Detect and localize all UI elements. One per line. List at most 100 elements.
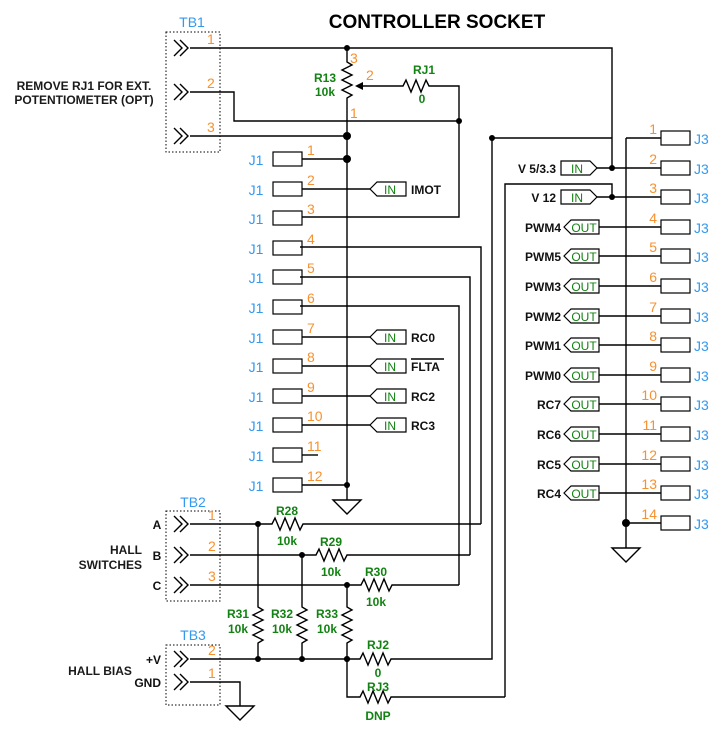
j3-net-label: PWM0 <box>525 369 561 383</box>
output-port-flag <box>563 367 600 383</box>
port-direction: IN <box>384 419 396 433</box>
j3-pin-box <box>660 278 691 294</box>
tb2-pin-number: 2 <box>208 538 216 554</box>
j3-net-label: RC7 <box>537 398 561 412</box>
j1-pin-box <box>272 240 303 256</box>
j3-pin-box <box>660 396 691 412</box>
resistor-value: 10k <box>321 565 341 579</box>
rj2-ref: RJ2 <box>367 638 389 652</box>
j3-ref: J3 <box>694 516 709 532</box>
j3-net-label: PWM1 <box>525 339 561 353</box>
port-direction: IN <box>384 183 396 197</box>
j3-pin-box <box>660 485 691 501</box>
j3-ref: J3 <box>694 397 709 413</box>
resistor-value: 10k <box>228 622 248 636</box>
j3-pin-number: 8 <box>649 328 657 344</box>
rj2-resistor: RJ2 0 <box>347 638 400 680</box>
ground-symbol-2 <box>610 547 642 563</box>
j1-pin-row: J16 <box>249 290 315 316</box>
tb1-note-line2: POTENTIOMETER (OPT) <box>14 93 153 107</box>
j1-ref: J1 <box>249 478 264 494</box>
tb1-pin-1: 1 <box>207 31 215 47</box>
j1-ref: J1 <box>249 300 264 316</box>
output-port-flag <box>563 396 600 412</box>
j1-pin-row: J15 <box>249 260 315 286</box>
j1-ref: J1 <box>249 359 264 375</box>
tb2-pin-number: 1 <box>208 507 216 523</box>
j3-ref: J3 <box>694 486 709 502</box>
j1-ref: J1 <box>249 241 264 257</box>
port-direction: IN <box>384 390 396 404</box>
port-direction: OUT <box>571 458 597 472</box>
j3-pin-box <box>660 219 691 235</box>
j3-pin-box <box>660 130 691 146</box>
resistor-ref: R28 <box>276 504 298 518</box>
j1-net-label: RC2 <box>411 390 435 404</box>
tb2-ref: TB2 <box>180 494 206 510</box>
j3-pin-box <box>660 160 691 176</box>
j1-pin4-route <box>300 246 482 524</box>
tb2-outline <box>165 510 221 602</box>
j3-pin-number: 7 <box>649 299 657 315</box>
rj1-resistor: RJ1 0 <box>300 63 460 218</box>
output-port-flag <box>563 308 600 324</box>
tb2-pin-label: B <box>153 549 162 563</box>
resistor-ref: R29 <box>320 535 342 549</box>
j1-pin-box <box>272 181 303 197</box>
rj2-value: 0 <box>375 666 382 680</box>
resistor-body <box>295 555 309 659</box>
resistor-ref: R31 <box>227 607 249 621</box>
j3-net-label: PWM5 <box>525 250 561 264</box>
j1-pin-number: 2 <box>307 172 315 188</box>
j3-net-label: PWM3 <box>525 280 561 294</box>
tb2-label-line2: SWITCHES <box>79 558 142 572</box>
j1-ref: J1 <box>249 182 264 198</box>
port-direction: OUT <box>571 369 597 383</box>
j3-net-label: RC4 <box>537 487 561 501</box>
j1-pin-box <box>272 388 303 404</box>
port-direction: OUT <box>571 280 597 294</box>
tb1-note-line1: REMOVE RJ1 FOR EXT. <box>17 79 152 93</box>
ground-symbol-3 <box>224 705 256 721</box>
output-port-flag <box>563 278 600 294</box>
tb1-pin-3: 3 <box>207 119 215 135</box>
tb2-terminal-icon <box>173 546 189 564</box>
rj2-body <box>347 651 400 667</box>
j3-net-label: PWM2 <box>525 310 561 324</box>
j3-pin-number: 14 <box>641 506 657 522</box>
j1-pin-number: 9 <box>307 379 315 395</box>
j1-net-label: RC3 <box>411 419 435 433</box>
r13-value: 10k <box>315 85 335 99</box>
j3-pin-number: 2 <box>649 151 657 167</box>
j1-pin-box <box>272 477 303 493</box>
j3-pin-box <box>660 515 691 531</box>
resistor-value: 10k <box>277 534 297 548</box>
resistor-body <box>190 516 481 532</box>
j1-pin-row: J11 <box>249 142 351 168</box>
port-direction: OUT <box>571 487 597 501</box>
junction <box>344 45 350 51</box>
input-port-flag <box>369 388 407 404</box>
tb1-terminal-icon <box>173 127 189 145</box>
j3-pin-number: 13 <box>641 476 657 492</box>
j3-pin-number: 6 <box>649 269 657 285</box>
output-port-flag <box>563 219 600 235</box>
resistor-value: 10k <box>272 622 292 636</box>
j1-pin-box <box>272 329 303 345</box>
j1-ref: J1 <box>249 418 264 434</box>
j3-ref: J3 <box>694 427 709 443</box>
j1-pin-number: 4 <box>307 231 315 247</box>
tb3-pin-number: 2 <box>208 642 216 658</box>
j1-pin-box <box>272 447 303 463</box>
j3-pin-box <box>660 189 691 205</box>
